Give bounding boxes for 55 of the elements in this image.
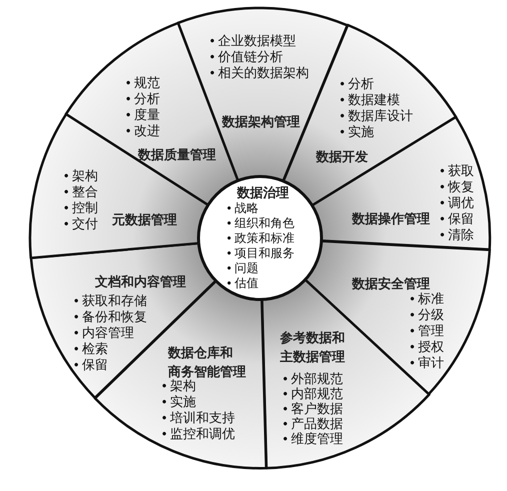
segment-title: 元数据管理 (112, 210, 177, 229)
bullet-item: • 分析 (126, 90, 160, 107)
bullet-item: • 分级 (410, 306, 444, 323)
bullet-item: • 相关的数据架构 (210, 64, 310, 81)
bullet-item: • 获取和存储 (74, 292, 148, 309)
segment-title: 数据质量管理 (138, 146, 216, 164)
bullet-item: • 估值 (227, 276, 260, 291)
bullet-item: • 内容管理 (74, 324, 136, 341)
segment-title: 参考数据和主数据管理 (280, 328, 345, 366)
bullet-item: • 数据库设计 (340, 108, 414, 124)
bullet-item: • 获取 (440, 162, 474, 179)
bullet-item: • 数据建模 (340, 92, 402, 108)
bullet-item: • 规范 (126, 74, 160, 91)
bullet-item: • 保留 (440, 210, 474, 227)
bullet-item: • 授权 (410, 338, 444, 355)
bullet-item: • 政策和标准 (227, 231, 295, 246)
bullet-item: • 交付 (64, 216, 98, 232)
bullet-item: • 管理 (410, 322, 444, 339)
bullet-item: • 分析 (340, 76, 376, 92)
bullet-item: • 培训和支持 (162, 410, 236, 426)
segment-title: 数据安全管理 (352, 274, 430, 292)
bullet-item: • 价值链分析 (210, 48, 284, 65)
bullet-item: • 项目和服务 (227, 246, 295, 261)
bullet-item: • 控制 (64, 200, 98, 216)
bullet-item: • 调优 (440, 194, 474, 211)
bullet-item: • 清除 (440, 226, 474, 243)
bullet-item: • 内部规范 (282, 386, 344, 401)
bullet-item: • 客户数据 (282, 400, 344, 416)
bullet-item: • 企业数据模型 (210, 32, 298, 49)
segment-title: 文档和内容管理 (94, 272, 186, 291)
bullet-item: • 监控和调优 (162, 426, 236, 442)
bullet-item: • 备份和恢复 (74, 308, 148, 325)
bullet-item: • 产品数据 (282, 416, 344, 431)
bullet-item: • 架构 (64, 168, 98, 184)
segment-title: 数据仓库和商务智能管理 (168, 344, 246, 379)
segment-title: 数据操作管理 (352, 210, 430, 228)
bullet-item: • 外部规范 (282, 370, 344, 386)
segment-title: 数据开发 (316, 148, 368, 166)
bullet-item: • 恢复 (440, 178, 474, 195)
bullet-item: • 整合 (64, 184, 98, 200)
bullet-item: • 维度管理 (282, 430, 344, 446)
bullet-item: • 问题 (227, 261, 260, 276)
bullet-item: • 检索 (74, 340, 110, 357)
bullet-item: • 度量 (126, 106, 160, 123)
bullet-item: • 实施 (340, 124, 376, 140)
bullet-item: • 实施 (162, 394, 198, 410)
bullet-item: • 组织和角色 (227, 216, 295, 231)
bullet-item: • 架构 (162, 378, 196, 394)
bullet-item: • 改进 (126, 122, 160, 139)
bullet-item: • 战略 (227, 201, 260, 216)
segment-title: 数据架构管理 (222, 112, 300, 131)
bullet-item: • 审计 (410, 354, 444, 371)
bullet-item: • 标准 (410, 290, 444, 307)
segment-title: 数据治理 (237, 184, 289, 202)
bullet-item: • 保留 (74, 356, 110, 373)
